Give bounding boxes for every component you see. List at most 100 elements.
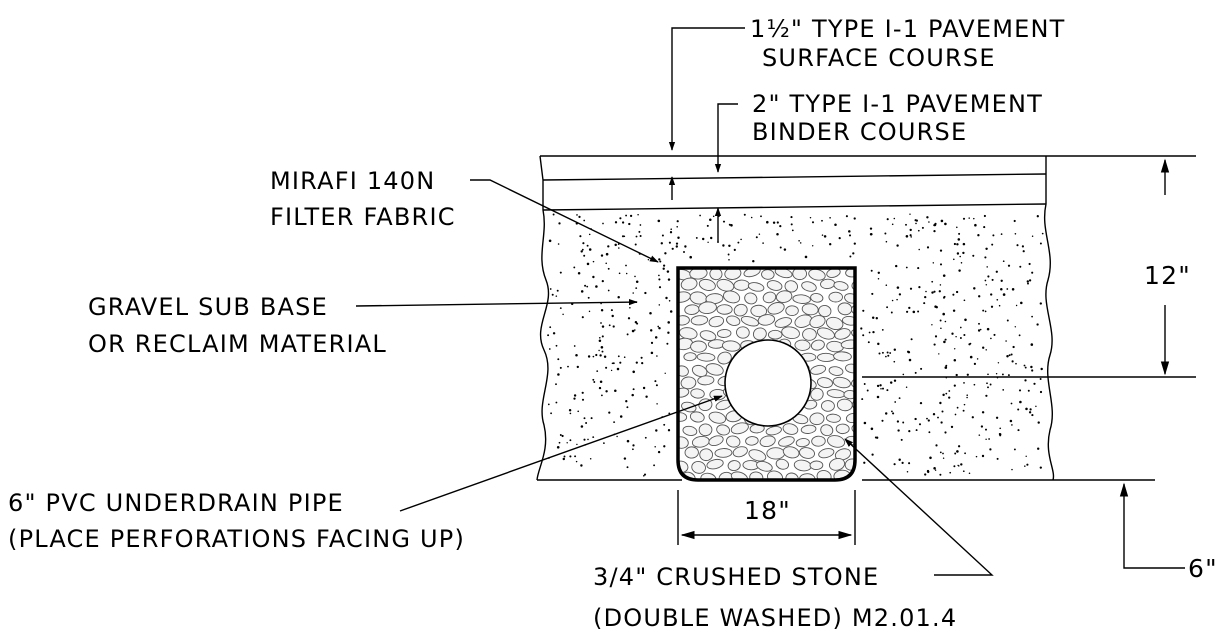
gravel-dot: [1013, 219, 1016, 223]
gravel-dot: [584, 284, 587, 287]
stone: [718, 471, 733, 480]
gravel-dot: [906, 471, 909, 473]
stone: [799, 447, 815, 459]
gravel-dot: [580, 290, 584, 293]
gravel-dot: [626, 466, 629, 469]
gravel-dot: [923, 302, 926, 305]
gravel-dot: [863, 461, 866, 464]
gravel-dot: [559, 434, 562, 436]
gravel-dot: [962, 217, 966, 220]
gravel-dot: [811, 221, 815, 224]
gravel-dot: [935, 444, 938, 447]
gravel-dot: [985, 438, 987, 441]
gravel-dot: [614, 221, 618, 224]
gravel-dot: [944, 320, 947, 323]
pvc-underdrain-pipe: [724, 339, 812, 427]
binder-leader-top: [714, 103, 738, 173]
gravel-dot: [1025, 407, 1028, 411]
gravel-dot: [973, 287, 976, 290]
gravel-dot: [552, 332, 556, 335]
gravel-dot: [661, 234, 664, 237]
gravel-dot: [973, 383, 976, 386]
gravel-dot: [583, 438, 586, 441]
gravel-dot: [659, 260, 662, 263]
gravel-dot: [614, 389, 617, 393]
stone: [744, 292, 758, 305]
gravel-dot: [983, 214, 986, 218]
gravel-dot: [914, 417, 917, 421]
gravel-dot: [663, 264, 666, 267]
gravel-dot: [889, 352, 892, 354]
gravel-dot: [978, 295, 981, 298]
gravel-dot: [917, 267, 920, 270]
gravel-dot: [569, 455, 572, 458]
gravel-dot: [1031, 235, 1034, 238]
gravel-dot: [986, 327, 990, 331]
pipe-label-line2: (PLACE PERFORATIONS FACING UP): [8, 525, 465, 553]
gravel-dot: [605, 262, 607, 265]
gravel-dot: [990, 337, 992, 340]
stone: [828, 366, 844, 376]
gravel-dot: [982, 309, 985, 312]
gravel-dot: [779, 225, 782, 228]
stone: [680, 376, 697, 390]
gravel-dot: [566, 442, 568, 444]
stone: [756, 460, 773, 472]
stone: [757, 314, 776, 326]
gravel-dot: [952, 309, 956, 312]
gravel-dot: [568, 408, 572, 412]
gravel-dot: [964, 318, 967, 322]
gravel-dot: [576, 443, 578, 446]
gravel-dot: [897, 429, 900, 432]
gravel-dot: [614, 243, 617, 247]
surface-binder-interface: [542, 173, 1047, 181]
gravel-dot: [755, 236, 758, 239]
gravel-dot: [867, 341, 870, 344]
gravel-dot: [919, 401, 923, 405]
gravel-dot: [628, 222, 631, 226]
gravel-dot: [921, 226, 924, 229]
gravel-dot: [1031, 315, 1033, 318]
gravel-dot: [823, 235, 827, 238]
stone: [691, 460, 706, 474]
gravel-dot: [918, 248, 920, 251]
gravel-dot: [838, 236, 841, 240]
surface-course-label-line1: 1½" TYPE I-1 PAVEMENT: [750, 15, 1066, 43]
gravel-dot: [885, 284, 888, 286]
gravel-dot: [984, 310, 987, 313]
gravel-dot: [1037, 421, 1040, 424]
gravel-dot: [881, 329, 884, 331]
gravel-dot: [892, 412, 895, 415]
gravel-dot: [893, 463, 896, 466]
gravel-dot: [728, 244, 731, 248]
stone: [811, 435, 826, 447]
gravel-dot: [944, 222, 947, 226]
gravel-dot: [576, 365, 579, 369]
stone: [845, 363, 855, 374]
gravel-stipple: [547, 213, 1044, 477]
gravel-dot: [955, 373, 958, 377]
stone: [793, 459, 812, 472]
stone: [792, 268, 807, 281]
gravel-dot: [896, 286, 900, 289]
gravel-dot: [1002, 293, 1006, 296]
stone: [851, 398, 855, 411]
gravel-dot: [629, 214, 633, 218]
gravel-dot: [928, 431, 931, 434]
gravel-dot: [632, 292, 634, 294]
gravel-dot: [600, 322, 602, 324]
gravel-dot: [973, 217, 975, 220]
stone: [698, 278, 716, 291]
gravel-dot: [625, 272, 628, 275]
gravel-dot: [559, 366, 562, 369]
stone: [708, 411, 727, 424]
stone: [826, 389, 846, 399]
stone: [716, 329, 732, 338]
gravel-dot: [1035, 405, 1037, 408]
gravel-dot: [898, 293, 902, 296]
gravel-dot: [637, 214, 639, 216]
gravel-dot: [573, 266, 576, 269]
gravel-dot: [942, 457, 945, 459]
gravel-dot: [938, 353, 940, 355]
gravel-dot: [618, 272, 621, 275]
